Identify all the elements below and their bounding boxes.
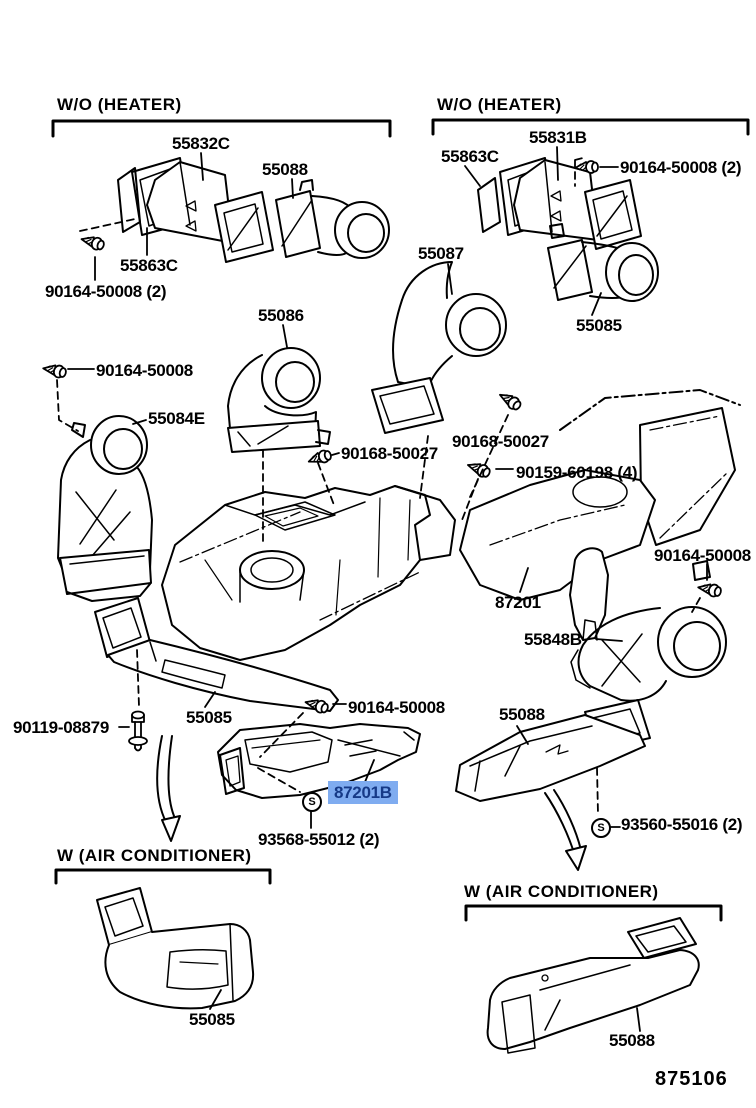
part-drawing-55087 [371,261,507,434]
part-drawing-55848b [570,560,727,702]
part-label-90168-50027-center[interactable]: 90168-50027 [341,444,438,463]
substitution-s-mark-93560: S [591,818,611,838]
part-label-55863c-top-right[interactable]: 55863C [441,147,499,166]
section-header-wo-heater-right: W/O (HEATER) [437,95,562,114]
part-label-55086[interactable]: 55086 [258,306,304,325]
part-label-93560-55016[interactable]: 93560-55016 (2) [621,815,743,834]
diagram-code: 875106 [655,1068,728,1090]
part-label-87201b-selected[interactable]: 87201B [328,781,398,804]
part-drawing-87201b-selected [217,723,421,799]
part-label-90119-08879[interactable]: 90119-08879 [13,718,109,737]
part-label-55831b[interactable]: 55831B [529,128,587,147]
section-header-w-air-conditioner-left: W (AIR CONDITIONER) [57,846,252,865]
part-label-90159-60198[interactable]: 90159-60198 (4) [516,463,638,482]
part-label-90164-50008-mid-left[interactable]: 90164-50008 [96,361,193,380]
part-drawing-55086 [227,347,331,453]
part-label-55832c[interactable]: 55832C [172,134,230,153]
part-label-55085-top-right[interactable]: 55085 [576,316,622,335]
part-label-55087[interactable]: 55087 [418,244,464,263]
part-drawing-55831b-assembly [477,157,659,302]
part-drawing-55084e [57,415,153,602]
section-header-w-air-conditioner-right: W (AIR CONDITIONER) [464,882,659,901]
part-label-87201[interactable]: 87201 [495,593,541,612]
part-drawing-87201-assembly [459,389,741,641]
part-label-93568-55012[interactable]: 93568-55012 (2) [258,830,380,849]
part-label-55085-mid[interactable]: 55085 [186,708,232,727]
substitution-s-mark-93568: S [302,792,322,812]
part-drawing-55088-mid [455,699,651,802]
part-label-55084e[interactable]: 55084E [148,409,205,428]
part-label-55848b[interactable]: 55848B [524,630,582,649]
part-label-55088-top-left[interactable]: 55088 [262,160,308,179]
part-label-55863c-top-left[interactable]: 55863C [120,256,178,275]
part-label-55088-bottom-right[interactable]: 55088 [609,1031,655,1050]
part-label-90164-50008-right-edge[interactable]: 90164-50008 [654,546,751,565]
part-label-90168-50027-right[interactable]: 90168-50027 [452,432,549,451]
part-drawing-55088-br [486,917,700,1054]
part-label-55088-mid[interactable]: 55088 [499,705,545,724]
direction-arrows [156,735,587,871]
section-header-wo-heater-left: W/O (HEATER) [57,95,182,114]
part-label-55085-bottom-left[interactable]: 55085 [189,1010,235,1029]
part-drawing-heater-unit [161,485,456,661]
part-drawing-55085-mid [94,597,339,712]
dashed-leader-lines [56,157,701,815]
part-label-90164-50008-top-right[interactable]: 90164-50008 (2) [620,158,742,177]
part-label-90164-50008-mid-center[interactable]: 90164-50008 [348,698,445,717]
leader-lines [67,146,708,1032]
section-brackets [51,118,750,922]
bolt-icon [128,710,148,752]
part-drawing-55832c-assembly [117,157,390,263]
part-drawing-55085-bl [96,887,255,1010]
part-label-90164-50008-top-left[interactable]: 90164-50008 (2) [45,282,167,301]
